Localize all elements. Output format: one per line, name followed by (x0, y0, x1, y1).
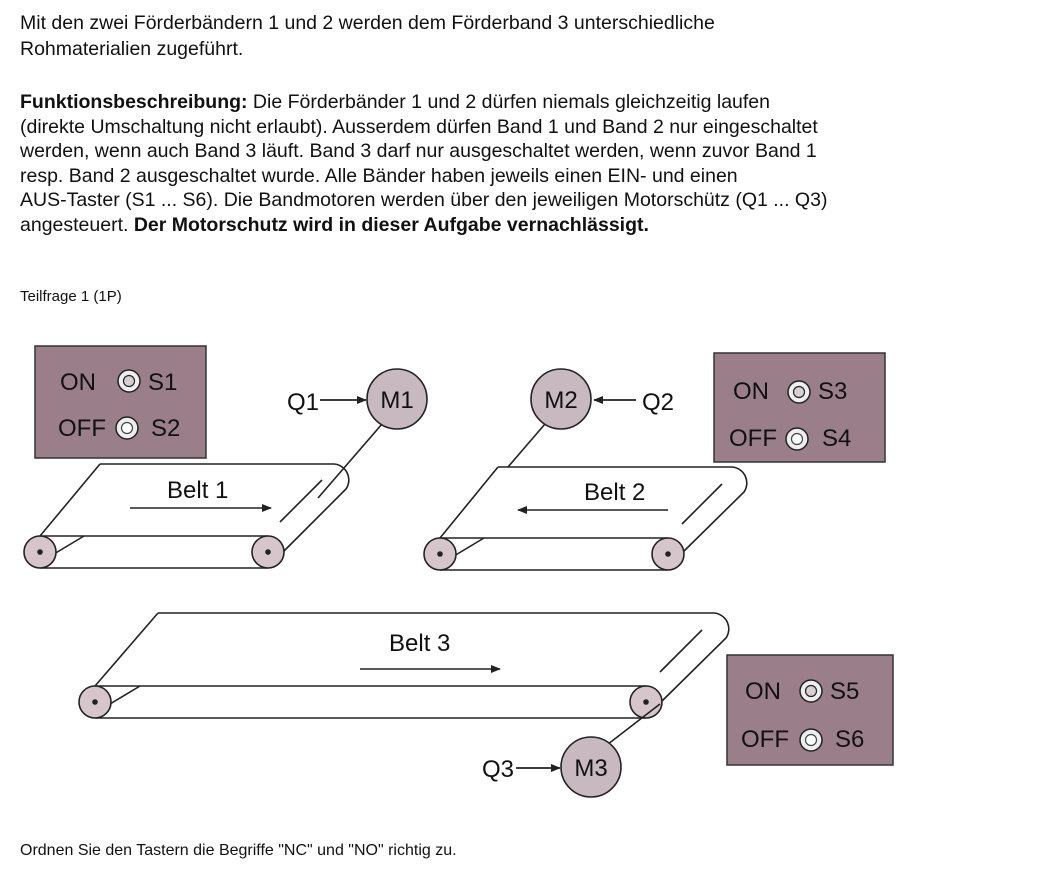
panel2-off-label: OFF (729, 425, 777, 452)
panel3-off-label: OFF (741, 726, 789, 753)
conveyor-belt-2 (423, 466, 748, 571)
motor-m1: M1 (317, 368, 428, 499)
push-button-s2[interactable] (115, 416, 139, 440)
motor-m3: M3 (560, 703, 661, 798)
intro-line-2: Rohmaterialien zugeführt. (20, 38, 244, 60)
push-button-s4[interactable] (785, 427, 809, 451)
belt3-label: Belt 3 (389, 630, 450, 657)
switch-panel-3: ON S5 OFF S6 (726, 654, 894, 766)
panel2-s4-label: S4 (822, 425, 851, 452)
motor-m3-label: M3 (574, 755, 607, 782)
panel3-on-label: ON (745, 678, 781, 705)
intro-line-1: Mit den zwei Förderbändern 1 und 2 werde… (20, 12, 715, 34)
push-button-s6[interactable] (799, 728, 823, 752)
q3-label: Q3 (482, 756, 514, 783)
function-line-3: werden, wenn auch Band 3 läuft. Band 3 d… (20, 140, 817, 162)
switch-panel-2: ON S3 OFF S4 (713, 352, 886, 463)
panel2-s3-label: S3 (818, 378, 847, 405)
panel3-s6-label: S6 (835, 726, 864, 753)
panel1-on-label: ON (60, 369, 96, 396)
function-line-4: resp. Band 2 ausgeschaltet wurde. Alle B… (20, 164, 738, 187)
function-heading: Funktionsbeschreibung: (20, 91, 248, 113)
conveyor-belt-1 (23, 463, 350, 569)
function-line-5: AUS-Taster (S1 ... S6). Die Bandmotoren … (20, 189, 828, 211)
push-button-s1[interactable] (117, 369, 141, 393)
q1-label: Q1 (287, 389, 319, 416)
function-line-6-bold: Der Motorschutz wird in dieser Aufgabe v… (133, 213, 649, 236)
q2-label: Q2 (642, 389, 674, 416)
panel1-s1-label: S1 (148, 369, 177, 396)
push-button-s5[interactable] (799, 679, 823, 703)
motor-m2: M2 (507, 368, 592, 468)
function-line-1: Die Förderbänder 1 und 2 dürfen niemals … (247, 91, 770, 113)
panel1-off-label: OFF (58, 415, 106, 442)
panel2-on-label: ON (733, 378, 769, 405)
panel3-s5-label: S5 (830, 678, 859, 705)
teilfrage-label: Teilfrage 1 (1P) (20, 288, 122, 305)
function-description: Funktionsbeschreibung: Die Förderbänder … (20, 90, 1060, 237)
conveyor-belt-3 (78, 612, 730, 719)
motor-m1-label: M1 (380, 387, 413, 414)
belt1-label: Belt 1 (167, 477, 228, 504)
function-line-6: angesteuert. (20, 213, 134, 236)
belt2-label: Belt 2 (584, 479, 645, 506)
push-button-s3[interactable] (787, 380, 811, 404)
function-line-2: (direkte Umschaltung nicht erlaubt). Aus… (20, 115, 818, 138)
motor-m2-label: M2 (544, 387, 577, 414)
intro-text: Mit den zwei Förderbändern 1 und 2 werde… (20, 10, 1020, 62)
switch-panel-1: ON S1 OFF S2 (34, 345, 207, 459)
panel1-s2-label: S2 (151, 415, 180, 442)
bottom-instruction: Ordnen Sie den Tastern die Begriffe "NC"… (20, 842, 457, 859)
